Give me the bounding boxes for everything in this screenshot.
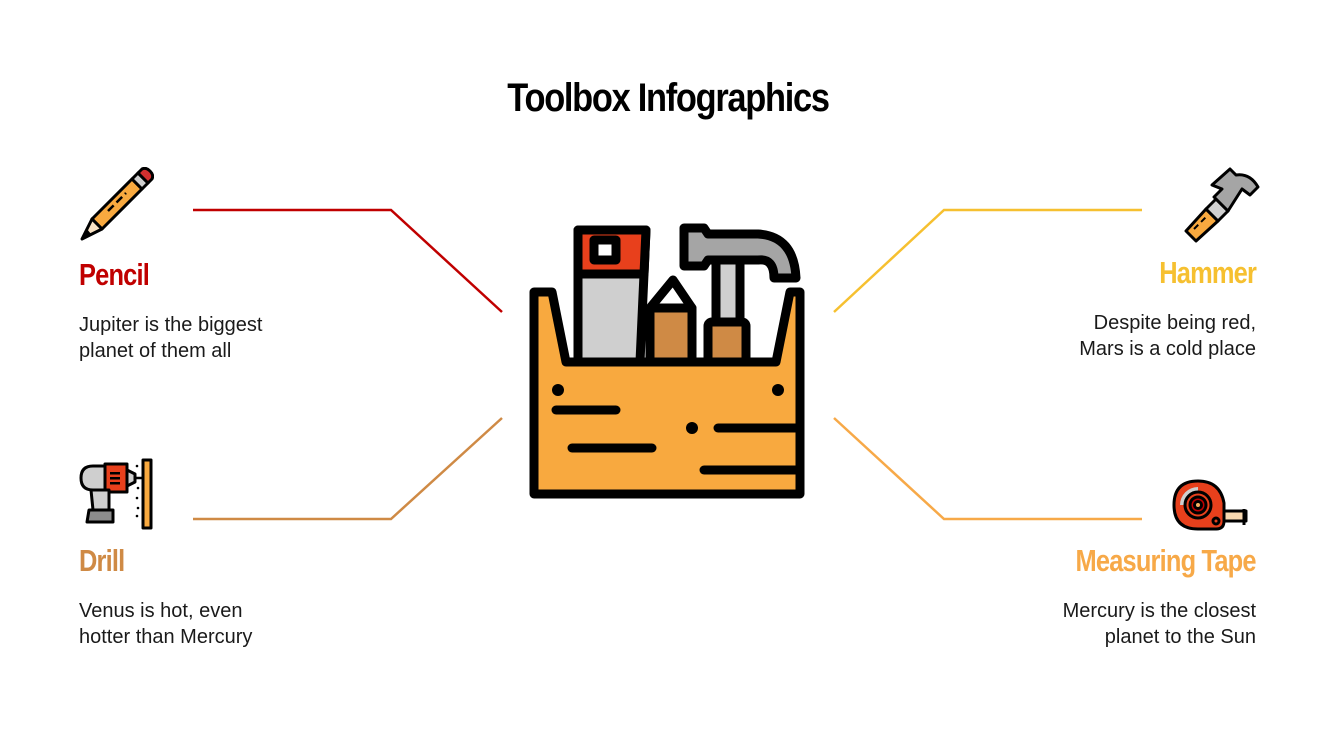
pencil-description-line: Jupiter is the biggest — [79, 314, 263, 336]
drill-block: Drill Venus is hot, even hotter than Mer… — [79, 544, 379, 650]
pencil-description: Jupiter is the biggest planet of them al… — [79, 312, 379, 364]
measuring-tape-icon — [1172, 479, 1248, 531]
pencil-connector — [193, 208, 503, 313]
hammer-description-line: Mars is a cold place — [1079, 338, 1256, 360]
hammer-heading: Hammer — [1159, 255, 1257, 290]
page-title: Toolbox Infographics — [507, 76, 830, 120]
pencil-heading: Pencil — [79, 257, 150, 292]
drill-description: Venus is hot, even hotter than Mercury — [79, 598, 379, 650]
measuring-tape-connector — [833, 417, 1142, 521]
pencil-icon — [80, 167, 154, 241]
hammer-description: Despite being red, Mars is a cold place — [956, 310, 1256, 362]
pencil-description-line: planet of them all — [79, 340, 232, 362]
drill-icon — [79, 458, 153, 530]
toolbox-icon — [529, 223, 805, 499]
hammer-icon — [1184, 167, 1260, 243]
measuring-tape-heading: Measuring Tape — [1075, 543, 1257, 578]
drill-heading: Drill — [79, 543, 125, 578]
drill-description-line: hotter than Mercury — [79, 626, 253, 648]
hammer-description-line: Despite being red, — [1093, 312, 1256, 334]
pencil-block: Pencil Jupiter is the biggest planet of … — [79, 258, 379, 364]
measuring-tape-description: Mercury is the closest planet to the Sun — [956, 598, 1256, 650]
hammer-connector — [833, 208, 1142, 313]
measuring-tape-block: Measuring Tape Mercury is the closest pl… — [956, 543, 1257, 650]
hammer-block: Hammer Despite being red, Mars is a cold… — [956, 255, 1257, 362]
measuring-tape-description-line: Mercury is the closest — [1062, 600, 1256, 622]
drill-connector — [193, 417, 503, 521]
drill-description-line: Venus is hot, even — [79, 600, 243, 622]
measuring-tape-description-line: planet to the Sun — [1104, 626, 1256, 648]
